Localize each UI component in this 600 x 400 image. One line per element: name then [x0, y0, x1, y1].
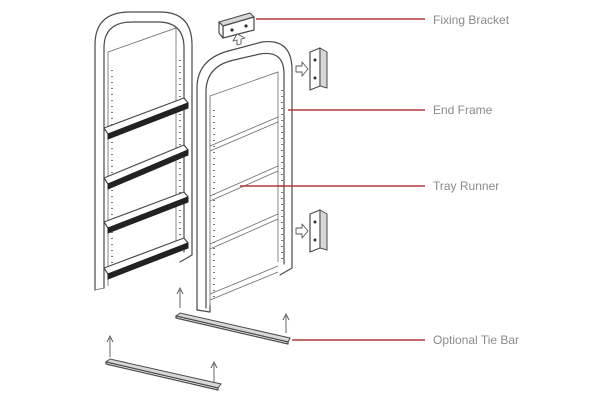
fixing-bracket-side-upper — [309, 47, 328, 91]
tray-runner-front-1 — [209, 116, 279, 152]
tie-bar-arrows-icon — [106, 286, 290, 382]
front-end-frame — [196, 40, 293, 313]
fixing-bracket-side-lower — [309, 209, 328, 253]
label-end-frame: End Frame — [433, 103, 493, 117]
tie-bar-front — [174, 312, 291, 345]
front-tray-runners — [209, 116, 279, 250]
label-optional-tie-bar: Optional Tie Bar — [433, 333, 520, 347]
tray-runner-back-4 — [103, 237, 189, 280]
tray-runner-back-1 — [103, 97, 189, 140]
back-tray-runners — [103, 97, 189, 280]
side-arrow-lower-icon — [295, 223, 309, 239]
side-arrow-upper-icon — [295, 61, 309, 77]
tie-bar-rear — [104, 358, 222, 391]
tray-runner-front-3 — [209, 213, 279, 250]
fixing-bracket-top — [218, 12, 255, 39]
back-end-frame — [94, 11, 193, 291]
tray-runner-front-2 — [209, 165, 279, 202]
tray-runner-back-2 — [103, 144, 189, 190]
tray-runner-back-3 — [103, 191, 189, 234]
bracket-up-arrow-icon — [232, 33, 246, 46]
label-tray-runner: Tray Runner — [433, 179, 500, 193]
label-fixing-bracket: Fixing Bracket — [433, 13, 510, 27]
